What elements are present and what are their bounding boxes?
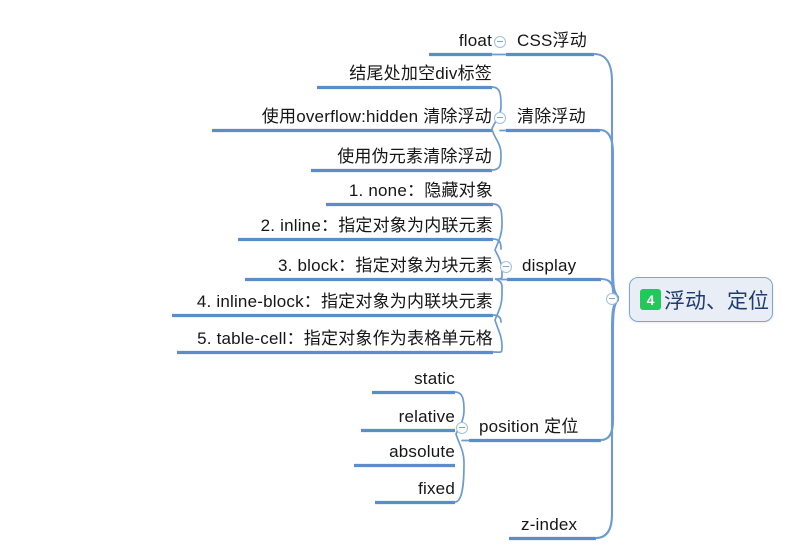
leaf-fixed[interactable]: fixed [418,479,455,498]
toggle-css-float[interactable] [494,36,506,48]
spine-css-float [592,52,620,299]
brace-position [454,391,465,503]
branch-display[interactable]: display [522,256,577,275]
root-node[interactable]: 4 浮动、定位 [629,277,773,322]
leaf-float[interactable]: float [458,31,492,50]
leaf-static[interactable]: static [414,369,455,388]
branch-clear-float[interactable]: 清除浮动 [517,107,586,126]
toggle-root[interactable] [606,293,618,305]
spine-z-index [594,298,620,540]
leaf-overflow-hidden[interactable]: 使用overflow:hidden 清除浮动 [261,107,492,126]
leaf-display-none[interactable]: 1. none：隐藏对象 [348,181,493,200]
leaf-display-inline[interactable]: 2. inline：指定对象为内联元素 [260,216,493,235]
leaf-display-table-cell[interactable]: 5. table-cell：指定对象作为表格单元格 [197,329,493,348]
branch-css-float[interactable]: CSS浮动 [517,31,587,50]
toggle-clear-float[interactable] [494,112,506,124]
brace-display-mid2 [492,314,502,323]
toggle-display[interactable] [500,261,512,273]
spine-clear-float [598,128,620,299]
leaf-absolute[interactable]: absolute [389,442,455,461]
root-node-label: 浮动、定位 [664,289,769,313]
brace-clear-float [491,86,502,171]
leaf-relative[interactable]: relative [398,407,455,426]
spine-position [599,298,620,442]
brace-display-mid1 [492,238,502,250]
branch-z-index[interactable]: z-index [521,515,578,534]
leaf-empty-div[interactable]: 结尾处加空div标签 [349,64,492,83]
leaf-display-block[interactable]: 3. block：指定对象为块元素 [278,256,493,275]
leaf-display-inline-block[interactable]: 4. inline-block：指定对象为内联块元素 [196,292,493,311]
leaf-pseudo-element[interactable]: 使用伪元素清除浮动 [337,147,492,166]
brace-display [492,203,503,354]
branch-position[interactable]: position 定位 [479,417,579,436]
toggle-position[interactable] [456,422,468,434]
root-badge: 4 [640,289,661,310]
